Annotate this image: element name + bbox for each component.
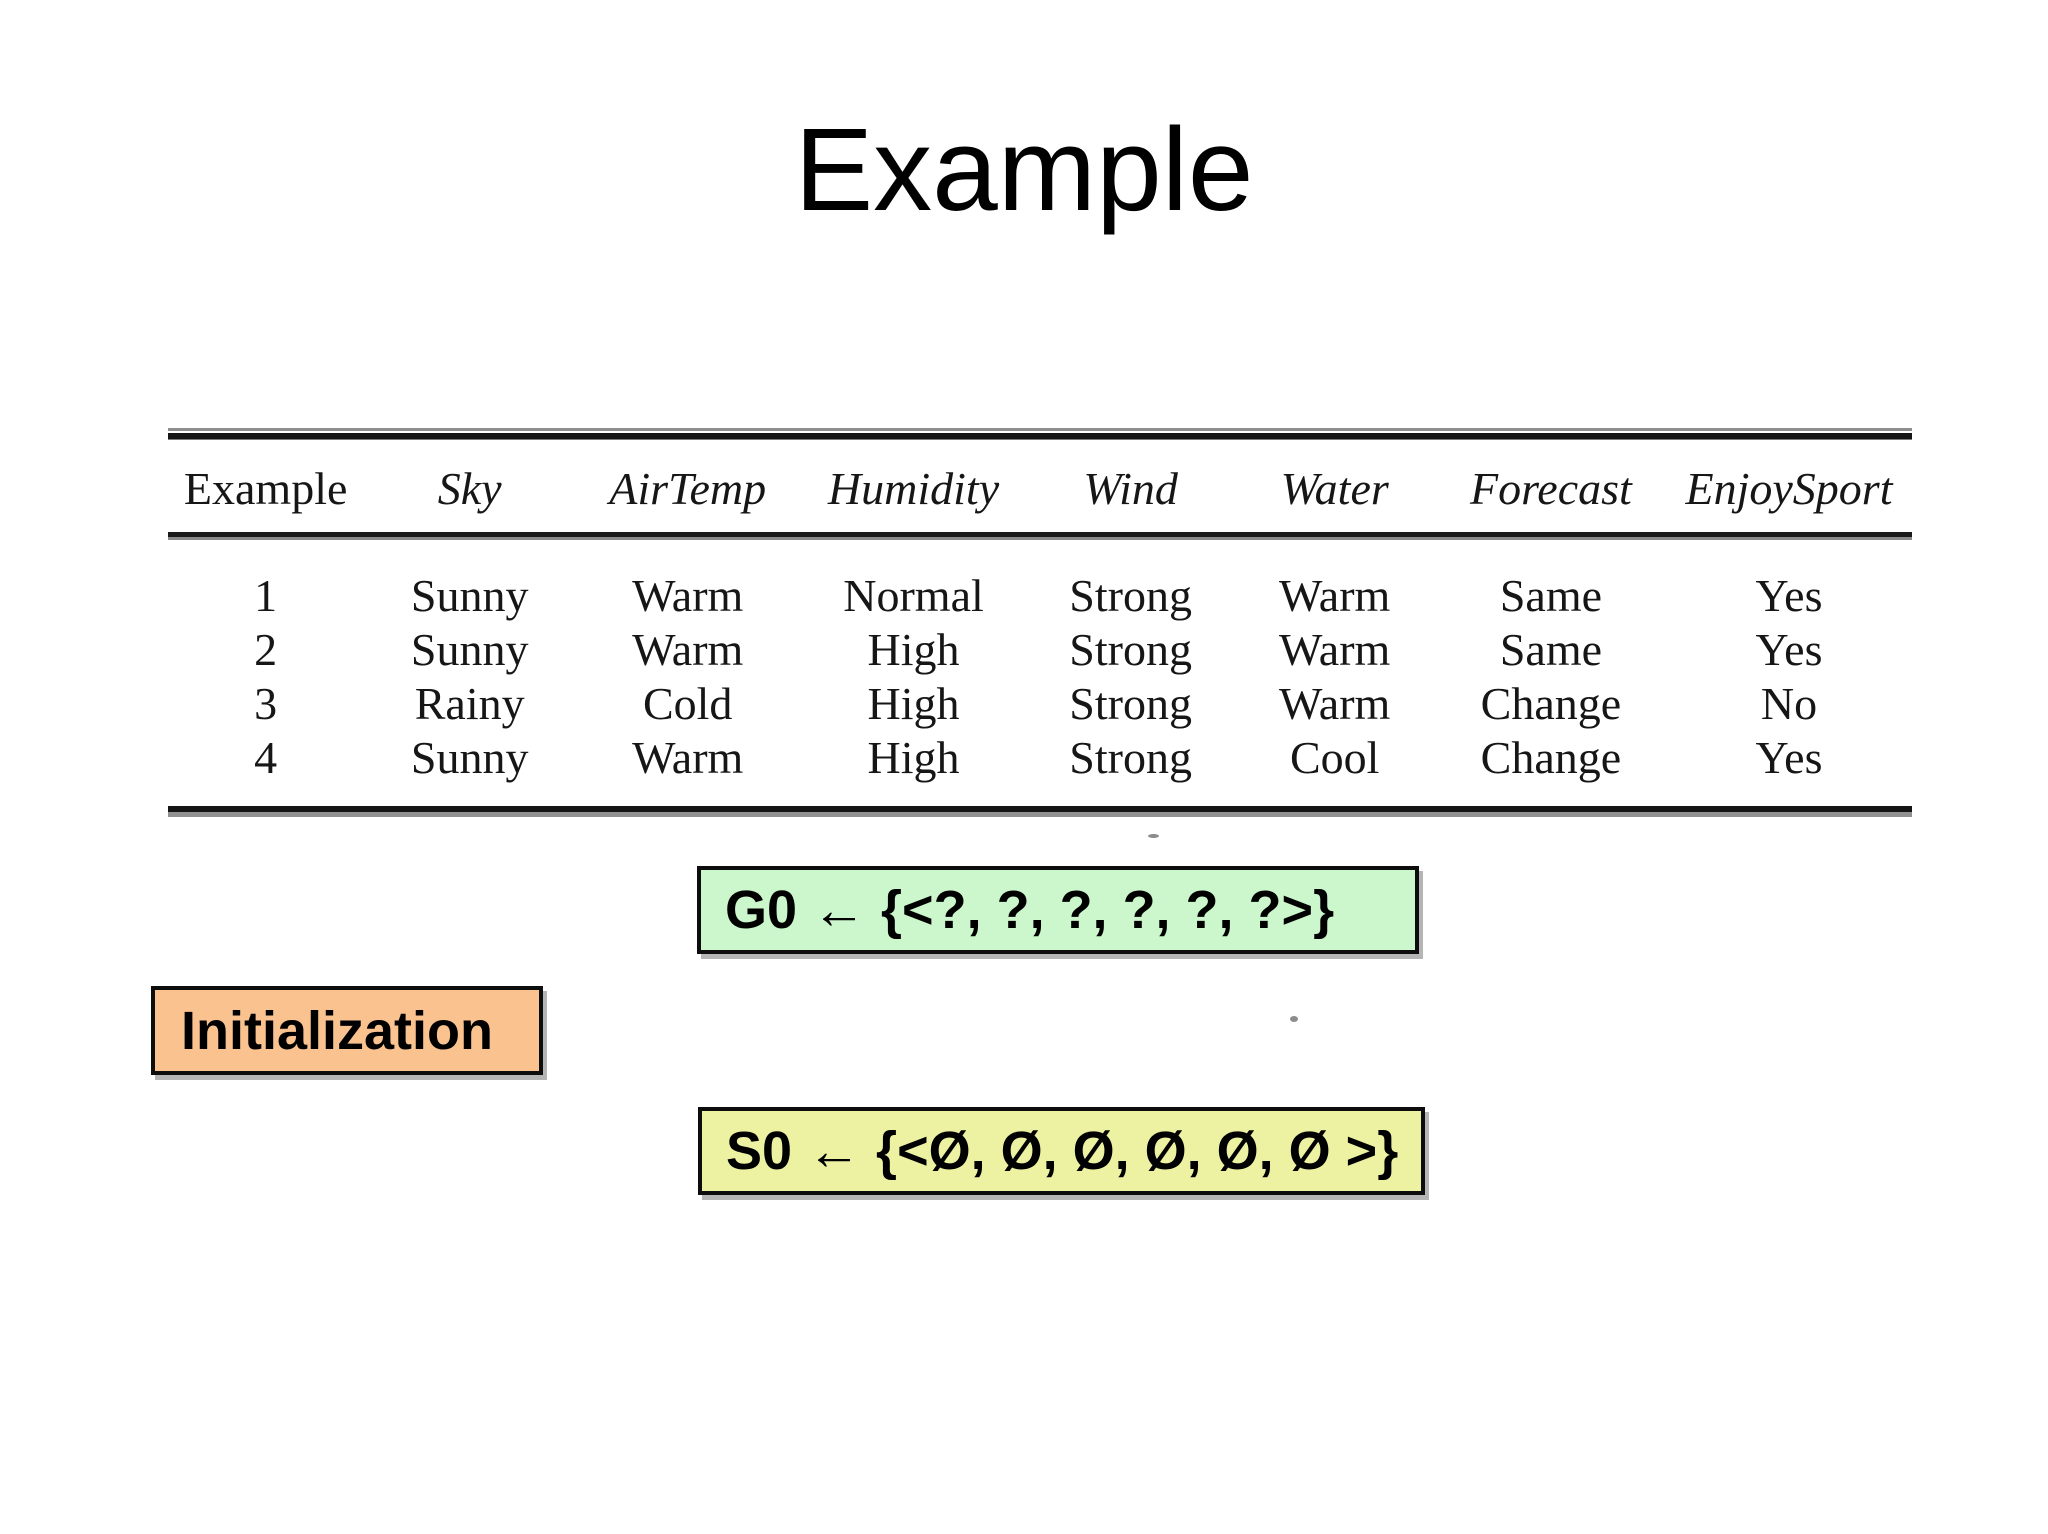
- initialization-box: Initialization: [151, 986, 543, 1075]
- table-cell: Sunny: [410, 731, 529, 783]
- table-cell: Warm: [1279, 569, 1391, 621]
- scan-speck: [1148, 834, 1159, 838]
- table-header-cell: Water: [1280, 462, 1389, 514]
- g0-box: G0 ← {<?, ?, ?, ?, ?, ?>}: [697, 866, 1419, 954]
- table-cell: High: [867, 677, 960, 729]
- table-body: 1 Sunny Warm Normal Strong Warm Same Yes…: [168, 540, 1912, 792]
- table-cell: Strong: [1069, 677, 1192, 729]
- table-cell: Same: [1499, 623, 1603, 675]
- table-header-cell: Sky: [437, 462, 502, 514]
- g0-box-label: G0 ← {<?, ?, ?, ?, ?, ?>}: [725, 880, 1335, 940]
- table-header-cell: Forecast: [1470, 462, 1632, 514]
- initialization-box-label: Initialization: [181, 1000, 494, 1061]
- table-cell: Warm: [1279, 623, 1391, 675]
- table-cell: Yes: [1755, 731, 1823, 783]
- table-cell: 3: [254, 677, 278, 729]
- table-cell: Yes: [1755, 569, 1823, 621]
- table-row: 1 Sunny Warm Normal Strong Warm Same Yes: [168, 540, 1912, 622]
- table-row: 4 Sunny Warm High Strong Cool Change Yes: [168, 730, 1912, 792]
- table-cell: 2: [254, 623, 278, 675]
- table-cell: Rainy: [414, 677, 525, 729]
- table-cell: 1: [254, 569, 278, 621]
- table-cell: Yes: [1755, 623, 1823, 675]
- table-cell: Sunny: [410, 623, 529, 675]
- training-examples-table: Example Sky AirTemp Humidity Wind Water …: [168, 428, 1912, 1022]
- table-header-cell: AirTemp: [609, 462, 767, 514]
- scan-speck: [1290, 1016, 1298, 1022]
- table-cell: Strong: [1069, 731, 1192, 783]
- table-header-cell: EnjoySport: [1685, 462, 1893, 514]
- s0-box: S0 ← {<Ø, Ø, Ø, Ø, Ø, Ø >}: [698, 1107, 1425, 1195]
- table-header-cell: Humidity: [827, 462, 1000, 514]
- table-header-cell: Wind: [1083, 462, 1178, 514]
- table-cell: Normal: [843, 569, 984, 621]
- table-cell: Cold: [642, 677, 733, 729]
- table-row: 2 Sunny Warm High Strong Warm Same Yes: [168, 622, 1912, 676]
- s0-box-label: S0 ← {<Ø, Ø, Ø, Ø, Ø, Ø >}: [726, 1121, 1399, 1181]
- table-cell: High: [867, 623, 960, 675]
- table-header: Example Sky AirTemp Humidity Wind Water …: [168, 440, 1912, 532]
- table-cell: Warm: [1279, 677, 1391, 729]
- table-cell: High: [867, 731, 960, 783]
- table-cell: Change: [1480, 677, 1622, 729]
- table-row: 3 Rainy Cold High Strong Warm Change No: [168, 676, 1912, 730]
- table-header-rule: [168, 532, 1912, 540]
- table-header-row: Example Sky AirTemp Humidity Wind Water …: [168, 440, 1912, 532]
- table-cell: 4: [254, 731, 278, 783]
- table-cell: Sunny: [410, 569, 529, 621]
- slide-title: Example: [794, 104, 1254, 236]
- table-bottom-rule: [168, 806, 1912, 817]
- table-cell: Change: [1480, 731, 1622, 783]
- table-cell: Strong: [1069, 623, 1192, 675]
- table-top-rule: [168, 428, 1912, 440]
- table-cell: Warm: [632, 569, 744, 621]
- table-cell: Warm: [632, 623, 744, 675]
- table-header-cell: Example: [183, 462, 348, 514]
- table-cell: Cool: [1289, 731, 1380, 783]
- table-cell: No: [1760, 677, 1818, 729]
- table-cell: Warm: [632, 731, 744, 783]
- table-cell: Same: [1499, 569, 1603, 621]
- table-cell: Strong: [1069, 569, 1192, 621]
